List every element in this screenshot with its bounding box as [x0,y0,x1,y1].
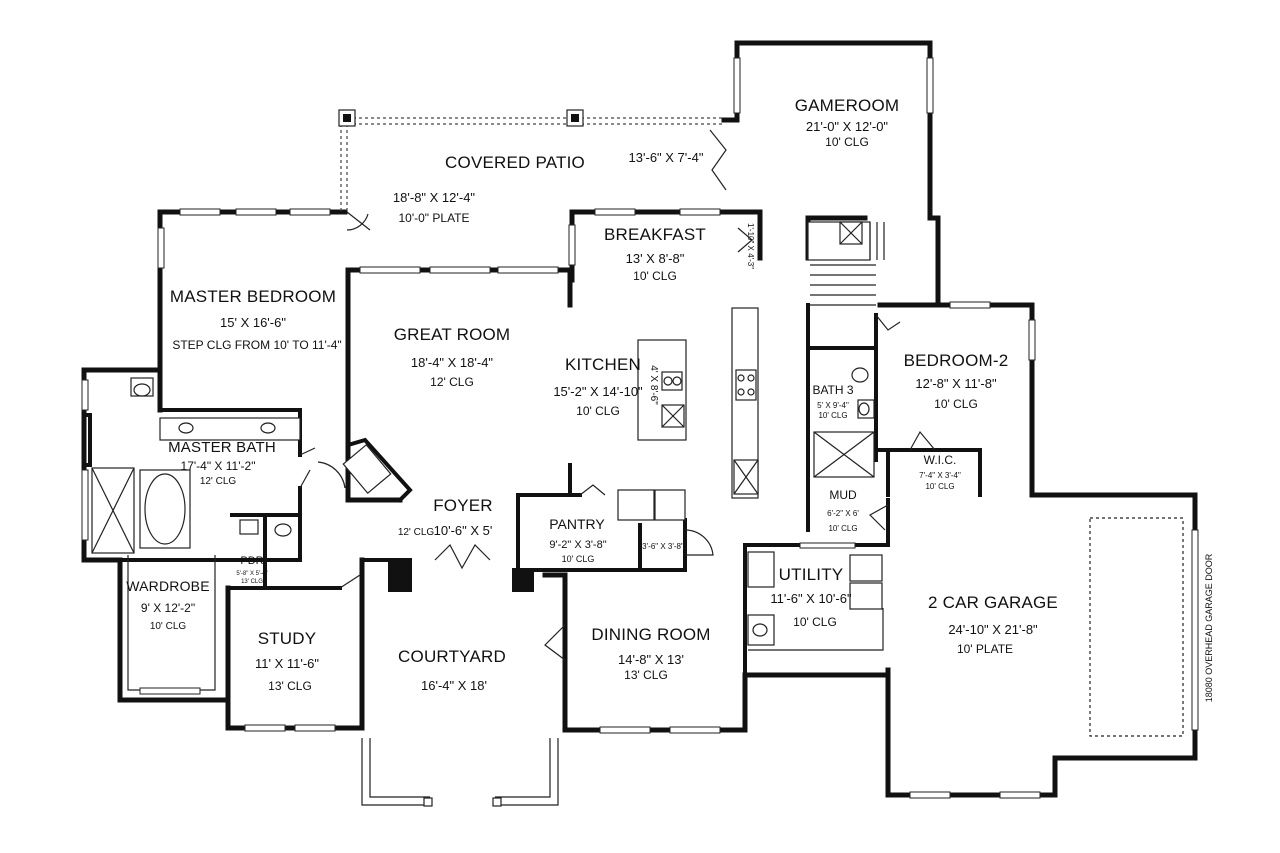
covered-patio-name: COVERED PATIO [445,153,585,172]
utility-clg: 10' CLG [793,615,837,629]
study-name: STUDY [258,629,317,648]
patio-structure [338,109,725,212]
pantry-clg: 10' CLG [562,554,595,564]
kitchen-name: KITCHEN [565,355,641,374]
garage-clg: 10' PLATE [957,642,1013,656]
bedroom2-dim: 12'-8" X 11'-8" [915,376,997,391]
breakfast-dim: 13' X 8'-8" [626,251,685,266]
master-bedroom-dim: 15' X 16'-6" [220,315,286,330]
gameroom-clg: 10' CLG [825,135,869,149]
pantry-small-dim: 1'-10" X 4'-3" [746,223,755,269]
pdr-name: PDR [240,555,263,567]
utility-dim: 11'-6" X 10'-6" [770,591,852,606]
kitchen-island-dim: 4' X 8'-6" [648,365,659,405]
courtyard-dim: 16'-4" X 18' [421,678,487,693]
closet-dim: 3'-6" X 3'-8" [642,542,684,551]
pdr-clg: 13' CLG [241,579,263,585]
windows [81,57,1199,799]
gameroom-name: GAMEROOM [795,96,900,115]
pdr-dim: 5'-8" X 5'-4" [236,571,267,577]
master-bedroom-clg: STEP CLG FROM 10' TO 11'-4" [172,338,341,352]
master-bath-clg: 12' CLG [200,476,237,487]
kitchen-clg: 10' CLG [576,404,620,418]
dining-room-dim: 14'-8" X 13' [618,652,684,667]
bedroom2-clg: 10' CLG [934,397,978,411]
mud-dim: 6'-2" X 6' [827,509,859,518]
room-labels: GAMEROOM 21'-0" X 12'-0" 10' CLG COVERED… [126,96,1214,702]
master-bath-dim: 17'-4" X 11'-2" [181,459,256,473]
pantry-name: PANTRY [549,516,605,532]
wardrobe-name: WARDROBE [126,578,210,594]
dining-room-clg: 13' CLG [624,668,668,682]
great-room-dim: 18'-4" X 18'-4" [411,355,494,370]
great-room-name: GREAT ROOM [394,325,511,344]
breakfast-clg: 10' CLG [633,269,677,283]
great-room-clg: 12' CLG [430,375,474,389]
patio-ext-dim: 13'-6" X 7'-4" [629,150,704,165]
post [492,797,502,807]
wic-name: W.I.C. [924,453,957,467]
doors [299,129,936,661]
bath3-clg: 10' CLG [818,411,847,420]
utility-name: UTILITY [779,565,844,584]
bath3-name: BATH 3 [812,383,853,397]
kitchen-dim: 15'-2" X 14'-10" [553,384,643,399]
bedroom2-name: BEDROOM-2 [904,351,1009,370]
wic-clg: 10' CLG [925,482,954,491]
covered-patio-clg: 10'-0" PLATE [398,211,469,225]
garage-door-label: 18080 OVERHEAD GARAGE DOOR [1204,553,1214,702]
interior-walls [82,221,1184,737]
wardrobe-dim: 9' X 12'-2" [141,601,195,615]
post [423,797,433,807]
garage-name: 2 CAR GARAGE [928,593,1058,612]
covered-patio-dim: 18'-8" X 12'-4" [393,190,476,205]
courtyard-name: COURTYARD [398,647,506,666]
bath3-dim: 5' X 9'-4" [817,401,849,410]
foyer-clg: 12' CLG [398,527,435,538]
mud-clg: 10' CLG [828,524,857,533]
gameroom-dim: 21'-0" X 12'-0" [806,119,889,134]
pantry-dim: 9'-2" X 3'-8" [549,539,606,551]
wardrobe-clg: 10' CLG [150,621,187,632]
breakfast-name: BREAKFAST [604,225,706,244]
foyer-name: FOYER [433,496,493,515]
master-bedroom-name: MASTER BEDROOM [170,287,336,306]
study-dim: 11' X 11'-6" [255,656,319,671]
mud-name: MUD [829,488,857,502]
master-bath-name: MASTER BATH [168,439,276,456]
dining-room-name: DINING ROOM [591,625,710,644]
wic-dim: 7'-4" X 3'-4" [919,471,961,480]
garage-dim: 24'-10" X 21'-8" [948,622,1038,637]
study-clg: 13' CLG [268,679,312,693]
foyer-dim: 10'-6" X 5' [434,523,493,538]
